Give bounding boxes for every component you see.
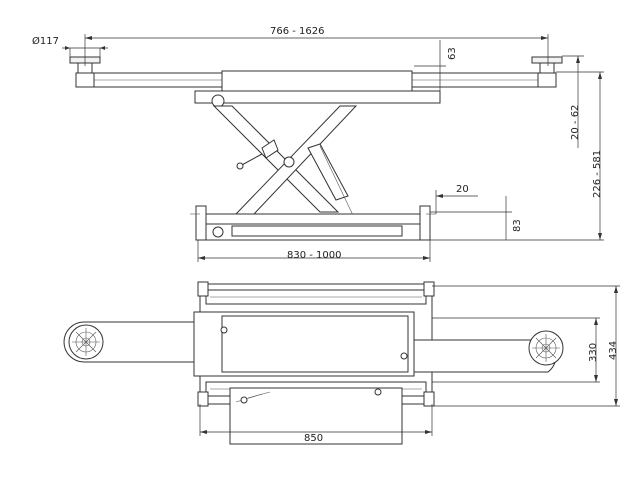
base-frame (190, 205, 436, 241)
arm-span-label: 766 - 1626 (270, 26, 325, 37)
lift-range-label: 226 - 581 (592, 150, 603, 198)
left-arm-top (63, 321, 223, 363)
top-view (63, 281, 564, 445)
platform-frame (194, 90, 441, 104)
right-pad-side (531, 56, 563, 88)
right-pad-top (528, 330, 564, 366)
hydraulic-cylinder (307, 143, 349, 201)
pivot-bolt (211, 94, 225, 108)
left-pad-top (68, 324, 104, 360)
pad-adjust-label: 20 - 62 (570, 105, 581, 140)
side-view (69, 48, 563, 241)
top-platform (221, 70, 413, 92)
outer-width-label: 434 (608, 341, 619, 360)
base-height-label: 83 (512, 219, 523, 232)
scissor-pivot (283, 156, 295, 168)
frame-length-label: 850 (304, 433, 323, 444)
lower-frame (229, 387, 403, 445)
pad-diameter-label: Ø117 (32, 35, 59, 47)
base-length-label: 830 - 1000 (287, 250, 342, 261)
scissor-mechanism (212, 105, 361, 231)
side-view-dimensions: Ø117 766 - 1626 63 20 - 62 226 - 581 20 (32, 26, 604, 262)
inner-width-label: 330 (588, 343, 599, 362)
top-view-dimensions: 330 434 850 (199, 285, 620, 444)
offset-side-label: 20 (456, 184, 469, 195)
pad-height-label: 63 (447, 47, 458, 60)
